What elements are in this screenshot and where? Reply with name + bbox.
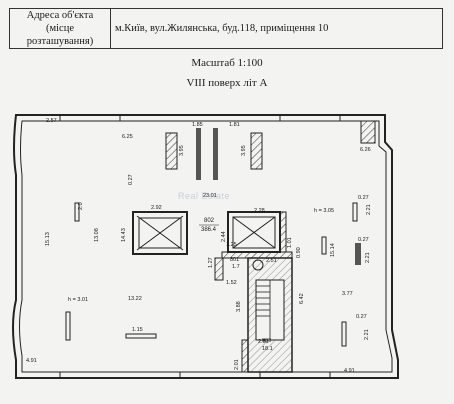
dim-label: 1.85 [192,122,203,128]
dim-label: 13.22 [128,296,142,302]
dim-label: 3.88 [236,301,242,312]
address-label-line1: Адреса об'єкта [26,10,94,21]
elevator-left [132,211,188,255]
dim-label: 2.28 [254,208,265,214]
dim-label: 6.25 [122,134,133,140]
core-wall [279,211,287,253]
dimensions: 2.57 6.25 1.85 1.81 3.95 3.95 6.26 0.27 … [26,118,372,374]
dim-label: h = 3.01 [68,297,88,303]
column-mid-a [196,128,201,180]
dim-label: 6.26 [360,147,371,153]
outer-wall [12,114,399,379]
dim-label: 1.15 [132,327,143,333]
dim-label: 4.91 [344,368,355,374]
dim-label: 0.27 [358,195,369,201]
dim-label: 4.91 [26,358,37,364]
address-table: Адреса об'єкта (місце розташування) м.Ки… [9,8,443,49]
dim-label: 3.95 [179,145,185,156]
column-left [165,132,178,170]
dim-label: 3.77 [342,291,353,297]
dim-label: 3.95 [241,145,247,156]
dim-label: 13.08 [94,228,100,242]
dim-label: 0.27 [356,314,367,320]
dim-label: 2.51 [266,258,277,264]
column-mid-b [213,128,218,180]
scale-text: Масштаб 1:100 [191,57,263,69]
dim-label: 2.0 [78,202,84,210]
dim-label: 0.90 [296,247,302,258]
dim-label: 14.43 [121,228,127,242]
corner-block [360,120,376,144]
dim-label: 1.52 [226,280,237,286]
dim-label: 2.21 [364,329,370,340]
stair-steps [256,280,271,340]
dim-label: 2.51 [258,339,269,345]
dim-label: 23.01 [203,193,217,199]
dim-label: 1.01 [287,237,293,248]
room-801-marker [252,259,264,271]
dim-label: 15.14 [330,243,336,257]
address-label-line2: (місце розташування) [26,23,94,47]
dim-label: 2.21 [366,204,372,215]
dim-label: 0.27 [358,237,369,243]
room-803-number: 803 [262,338,271,344]
watermark: Real Estate [178,191,231,201]
dim-label: 2.44 [221,231,227,242]
dim-label: 2.92 [151,205,162,211]
column-right [250,132,263,170]
room-801-number: 801 [230,257,239,263]
dim-label: 1.27 [208,257,214,268]
dim-label: 1.25 [226,242,237,248]
room-803-area: 18.1 [262,346,273,352]
dim-label: h = 3.05 [314,208,334,214]
room-802-area: 386.4 [201,227,217,233]
room-801-area: 1.7 [232,264,240,270]
windows [59,115,341,378]
dim-label: 2.21 [365,252,371,263]
address-label-cell: Адреса об'єкта (місце розташування) [9,8,111,49]
room-802-number: 802 [204,218,215,224]
floor-title: VIII поверх літ А [186,77,268,89]
inner-wall [19,120,393,373]
dim-label: 2.57 [46,118,57,124]
dim-label: 6.42 [299,293,305,304]
dim-label: 1.81 [229,122,240,128]
address-value: м.Київ, вул.Жилянська, буд.118, приміщен… [110,8,443,49]
dim-label: 2.01 [234,359,240,370]
dim-label: 15.13 [45,232,51,246]
dim-label: 0.27 [128,174,134,185]
